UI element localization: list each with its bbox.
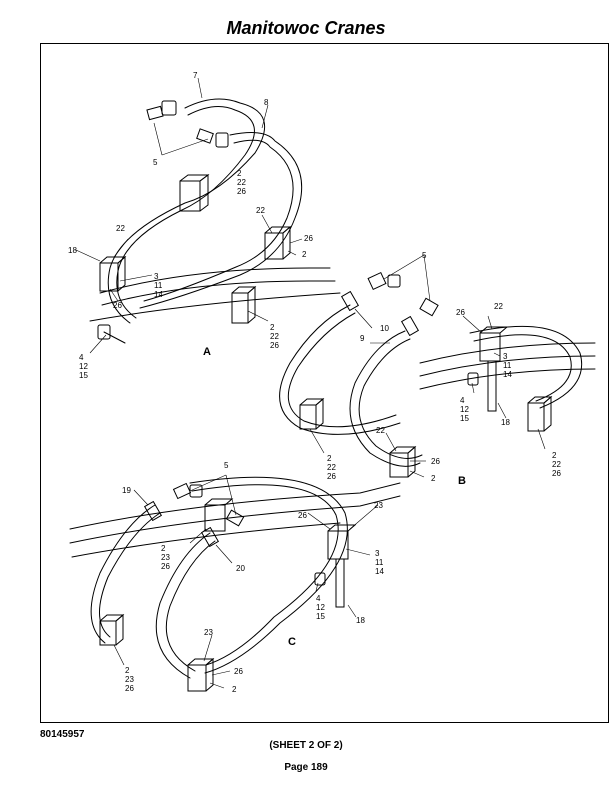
callout-26: 26 bbox=[270, 341, 279, 350]
callout-12: 12 bbox=[316, 603, 325, 612]
callout-23: 23 bbox=[161, 553, 170, 562]
callout-5: 5 bbox=[224, 461, 229, 470]
drawing-frame bbox=[40, 43, 609, 723]
callout-2: 2 bbox=[161, 544, 166, 553]
callout-11: 11 bbox=[503, 361, 512, 370]
callout-11: 11 bbox=[154, 281, 163, 290]
page-title: Manitowoc Cranes bbox=[226, 18, 386, 38]
callout-14: 14 bbox=[154, 290, 163, 299]
callout-18: 18 bbox=[501, 418, 510, 427]
callout-11: 11 bbox=[375, 558, 384, 567]
callout-22: 22 bbox=[116, 224, 125, 233]
view-label-a: A bbox=[203, 346, 211, 358]
document-number: 80145957 bbox=[40, 729, 85, 740]
callout-22: 22 bbox=[494, 302, 503, 311]
callout-26: 26 bbox=[237, 187, 246, 196]
callout-3: 3 bbox=[503, 352, 508, 361]
callout-26: 26 bbox=[113, 301, 122, 310]
callout-22: 22 bbox=[327, 463, 336, 472]
view-label-c: C bbox=[288, 636, 296, 648]
callout-2: 2 bbox=[237, 169, 242, 178]
callout-26: 26 bbox=[327, 472, 336, 481]
callout-26: 26 bbox=[161, 562, 170, 571]
callout-18: 18 bbox=[356, 616, 365, 625]
hose-routing-diagram: 7 8 5 2 22 26 22 26 2 22 18 3 11 14 26 2… bbox=[68, 71, 596, 694]
callout-4: 4 bbox=[460, 396, 465, 405]
callout-26: 26 bbox=[431, 457, 440, 466]
callout-15: 15 bbox=[316, 612, 325, 621]
callout-7: 7 bbox=[193, 71, 198, 80]
callout-2: 2 bbox=[125, 666, 130, 675]
callout-3: 3 bbox=[154, 272, 159, 281]
callout-26: 26 bbox=[552, 469, 561, 478]
callout-26: 26 bbox=[298, 511, 307, 520]
callout-2: 2 bbox=[552, 451, 557, 460]
callout-23: 23 bbox=[125, 675, 134, 684]
callout-15: 15 bbox=[460, 414, 469, 423]
callout-26: 26 bbox=[304, 234, 313, 243]
callout-20: 20 bbox=[236, 564, 245, 573]
callout-2: 2 bbox=[270, 323, 275, 332]
callout-19: 19 bbox=[122, 486, 131, 495]
callout-5: 5 bbox=[153, 158, 158, 167]
callout-23: 23 bbox=[204, 628, 213, 637]
callout-4: 4 bbox=[316, 594, 321, 603]
callout-22: 22 bbox=[270, 332, 279, 341]
callout-22: 22 bbox=[237, 178, 246, 187]
callout-8: 8 bbox=[264, 98, 269, 107]
callout-22: 22 bbox=[376, 426, 385, 435]
callout-2: 2 bbox=[327, 454, 332, 463]
callout-26: 26 bbox=[125, 684, 134, 693]
callout-4: 4 bbox=[79, 353, 84, 362]
callout-26: 26 bbox=[234, 667, 243, 676]
callout-26: 26 bbox=[456, 308, 465, 317]
callout-2: 2 bbox=[232, 685, 237, 694]
sheet-label: (SHEET 2 OF 2) bbox=[269, 740, 343, 751]
callout-23: 23 bbox=[374, 501, 383, 510]
callout-18: 18 bbox=[68, 246, 77, 255]
callout-2: 2 bbox=[431, 474, 436, 483]
callout-10: 10 bbox=[380, 324, 389, 333]
view-label-b: B bbox=[458, 475, 466, 487]
callout-12: 12 bbox=[79, 362, 88, 371]
callout-5: 5 bbox=[422, 251, 427, 260]
callout-2: 2 bbox=[302, 250, 307, 259]
callout-14: 14 bbox=[503, 370, 512, 379]
callout-3: 3 bbox=[375, 549, 380, 558]
callout-22: 22 bbox=[552, 460, 561, 469]
callout-9: 9 bbox=[360, 334, 365, 343]
page-number: Page 189 bbox=[284, 762, 328, 773]
callout-12: 12 bbox=[460, 405, 469, 414]
callout-14: 14 bbox=[375, 567, 384, 576]
callout-22: 22 bbox=[256, 206, 265, 215]
callout-15: 15 bbox=[79, 371, 88, 380]
